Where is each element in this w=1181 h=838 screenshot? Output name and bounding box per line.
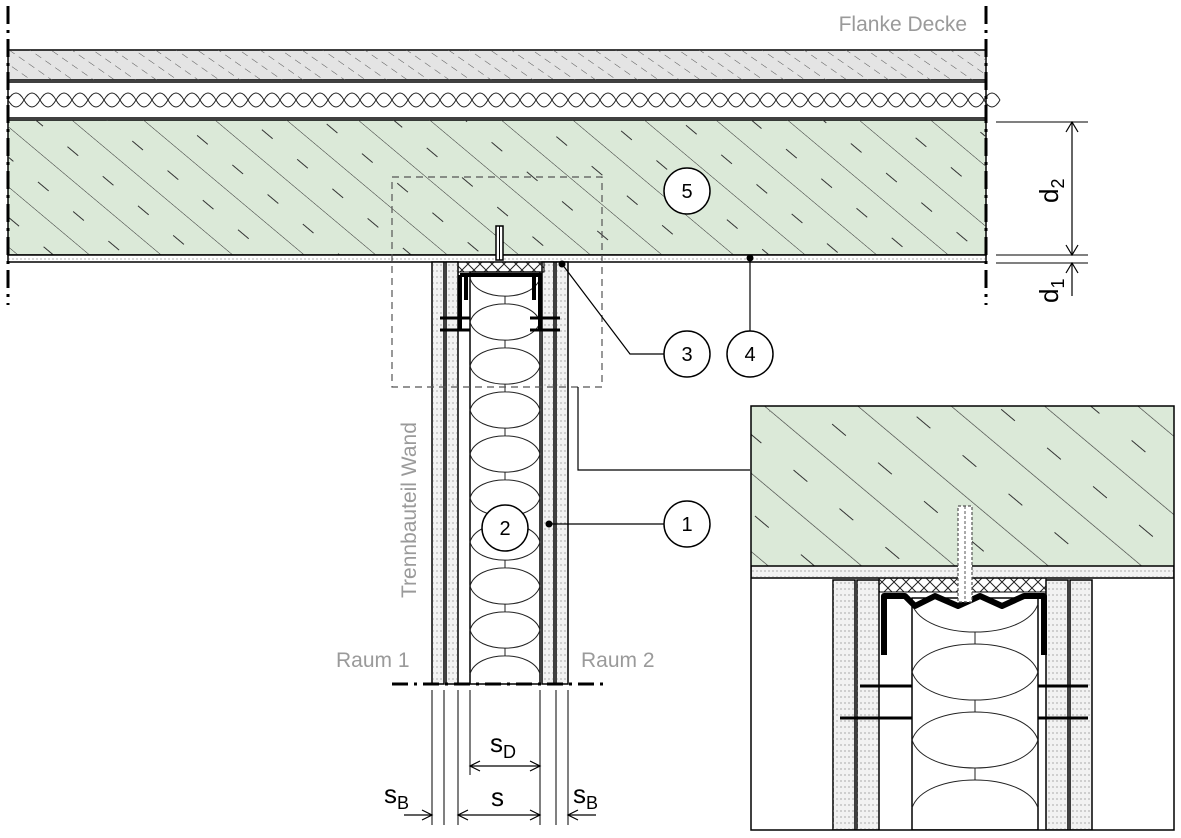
separating-wall xyxy=(431,225,569,685)
sd-letter: s xyxy=(490,728,503,758)
detail-inset xyxy=(750,405,1175,831)
callout-2: 2 xyxy=(481,504,529,552)
callout-5-number: 5 xyxy=(681,181,692,203)
svg-text:d1: d1 xyxy=(1034,279,1068,303)
separating-wall-label: Trennbauteil Wand xyxy=(398,422,421,598)
detail-leader xyxy=(577,387,750,471)
inset-steel-profile xyxy=(881,593,1047,655)
callout-4: 4 xyxy=(726,254,774,378)
bottom-dimension-lines xyxy=(404,690,596,825)
d1-subscript: 1 xyxy=(1048,279,1068,289)
d2-letter: d xyxy=(1034,189,1064,203)
dimension-d1: d1 xyxy=(996,261,1088,303)
detail-frame xyxy=(391,176,603,388)
room-1-label: Raum 1 xyxy=(336,649,410,672)
sb-right-letter: s xyxy=(573,779,586,809)
d2-subscript: 2 xyxy=(1048,179,1068,189)
room-2-label: Raum 2 xyxy=(581,649,655,672)
d1-letter: d xyxy=(1034,289,1064,303)
callout-5: 5 xyxy=(663,167,711,215)
callout-3-number: 3 xyxy=(681,344,692,366)
sb-left-letter: s xyxy=(384,779,397,809)
svg-text:sB: sB xyxy=(384,779,409,813)
svg-text:d2: d2 xyxy=(1034,179,1068,203)
inset-insulation-pattern xyxy=(911,603,1039,809)
sb-right-subscript: B xyxy=(586,793,598,813)
callout-2-number: 2 xyxy=(499,518,510,540)
callout-3: 3 xyxy=(558,260,711,378)
sb-left-subscript: B xyxy=(397,793,409,813)
flank-ceiling-label: Flanke Decke xyxy=(839,13,967,36)
dimension-d2: d2 xyxy=(996,120,1088,257)
impact-insulation-layer xyxy=(7,81,987,119)
sd-subscript: D xyxy=(503,742,516,762)
insulation-wave-pattern xyxy=(7,92,1001,108)
flank-ceiling xyxy=(6,6,1001,305)
callout-1-number: 1 xyxy=(681,514,692,536)
svg-text:sB: sB xyxy=(573,779,598,813)
ceiling-track-seal xyxy=(457,261,545,273)
inset-screws xyxy=(840,684,1088,720)
callout-1: 1 xyxy=(545,500,711,548)
svg-text:sD: sD xyxy=(490,728,516,762)
steel-stud-profile xyxy=(458,273,542,330)
s-label: s xyxy=(491,782,504,812)
callout-4-number: 4 xyxy=(744,344,755,366)
